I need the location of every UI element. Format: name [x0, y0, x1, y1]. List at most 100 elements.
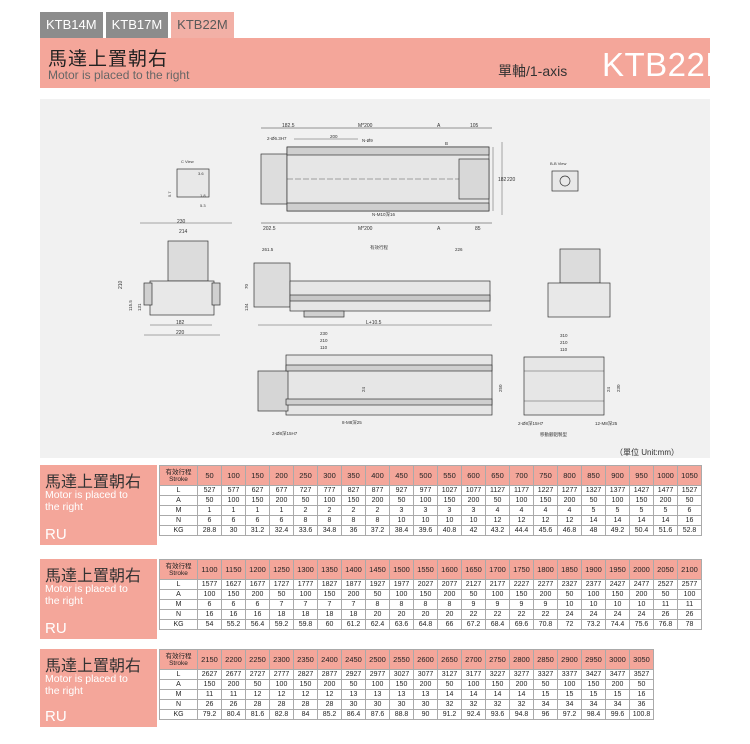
- table-cell: 84: [293, 709, 318, 720]
- table-cell: 4: [533, 505, 558, 516]
- table-cell: 200: [413, 679, 438, 690]
- stroke-value: 2700: [461, 649, 486, 670]
- table-cell: 150: [605, 589, 630, 600]
- banner-title-zh: 馬達上置朝右: [48, 49, 169, 70]
- table-cell: 8: [317, 515, 342, 526]
- table-cell: 16: [245, 609, 270, 620]
- table-cell: 78: [677, 619, 702, 630]
- table-cell: 3377: [557, 669, 582, 680]
- table-cell: 2177: [485, 579, 510, 590]
- stroke-value: 2800: [509, 649, 534, 670]
- table-cell: 7: [293, 599, 318, 610]
- table-cell: 8: [365, 515, 390, 526]
- table-cell: 200: [629, 589, 654, 600]
- table-cell: 5: [629, 505, 654, 516]
- table-cell: 1127: [485, 485, 510, 496]
- table-cell: 62.4: [365, 619, 390, 630]
- table-cell: 26: [221, 699, 246, 710]
- dim-label: 214: [179, 229, 188, 235]
- table-cell: 11: [677, 599, 702, 610]
- dim-label: L+10.5: [366, 320, 382, 326]
- spec-title-zh: 馬達上置朝右: [45, 568, 142, 585]
- table-cell: 7: [341, 599, 366, 610]
- table-cell: 50: [629, 679, 654, 690]
- stroke-value: 1300: [293, 559, 318, 580]
- table-cell: 13: [389, 689, 414, 700]
- tab-ktb17m[interactable]: KTB17M: [105, 12, 169, 38]
- table-cell: 100: [197, 589, 222, 600]
- table-cell: 2: [341, 505, 366, 516]
- svg-text:70: 70: [244, 283, 249, 289]
- table-cell: 34.8: [317, 525, 342, 536]
- model-tabs: KTB14M KTB17M KTB22M: [40, 12, 237, 38]
- stroke-value: 2900: [557, 649, 582, 670]
- dim-label: 210: [560, 340, 568, 345]
- stroke-value: 2150: [197, 649, 222, 670]
- table-cell: 13: [413, 689, 438, 700]
- tab-ktb22m[interactable]: KTB22M: [171, 12, 234, 38]
- table-cell: 12: [557, 515, 582, 526]
- stroke-value: 800: [557, 465, 582, 486]
- table-cell: 28.8: [197, 525, 222, 536]
- table-cell: 36: [341, 525, 366, 536]
- table-cell: 100: [269, 679, 294, 690]
- stroke-value: 1550: [413, 559, 438, 580]
- table-cell: 97.2: [557, 709, 582, 720]
- table-cell: 54: [197, 619, 222, 630]
- table-cell: 20: [413, 609, 438, 620]
- table-cell: 150: [509, 589, 534, 600]
- table-cell: 94.8: [509, 709, 534, 720]
- stroke-value: 850: [581, 465, 606, 486]
- dim-label: 3.6: [198, 171, 204, 176]
- table-cell: 2577: [677, 579, 702, 590]
- dim-label: 230: [177, 219, 186, 225]
- end-view-left: 230 214 210 115.5 131 182 220: [118, 219, 232, 336]
- dim-label: 230: [616, 384, 621, 392]
- table-cell: 2777: [269, 669, 294, 680]
- table-cell: 69.6: [509, 619, 534, 630]
- table-cell: 4: [485, 505, 510, 516]
- table-cell: 5: [581, 505, 606, 516]
- table-cell: 22: [485, 609, 510, 620]
- table-cell: 150: [341, 495, 366, 506]
- table-cell: 6: [197, 599, 222, 610]
- table-cell: 14: [509, 689, 534, 700]
- table-cell: 22: [461, 609, 486, 620]
- table-cell: 150: [413, 589, 438, 600]
- dim-label: 220: [176, 330, 185, 336]
- table-cell: 150: [293, 679, 318, 690]
- stroke-value: 100: [221, 465, 246, 486]
- table-cell: 100: [389, 589, 414, 600]
- table-cell: 150: [317, 589, 342, 600]
- table-cell: 11: [197, 689, 222, 700]
- row-label: N: [159, 609, 198, 620]
- table-cell: 99.6: [605, 709, 630, 720]
- table-cell: 8: [413, 599, 438, 610]
- table-cell: 2027: [413, 579, 438, 590]
- table-cell: 42: [461, 525, 486, 536]
- table-cell: 50: [365, 589, 390, 600]
- spec-code: RU: [45, 708, 67, 725]
- dim-label: 230: [320, 331, 328, 336]
- table-cell: 20: [365, 609, 390, 620]
- stroke-value: 300: [317, 465, 342, 486]
- stroke-value: 1450: [365, 559, 390, 580]
- table-cell: 55.2: [221, 619, 246, 630]
- dim-label: 8-M8深25: [342, 419, 362, 426]
- table-cell: 70.8: [533, 619, 558, 630]
- table-cell: 6: [245, 599, 270, 610]
- tab-ktb14m[interactable]: KTB14M: [40, 12, 103, 38]
- table-cell: 34: [581, 699, 606, 710]
- table-cell: 14: [629, 515, 654, 526]
- svg-text:134: 134: [244, 303, 249, 311]
- table-cell: 5: [605, 505, 630, 516]
